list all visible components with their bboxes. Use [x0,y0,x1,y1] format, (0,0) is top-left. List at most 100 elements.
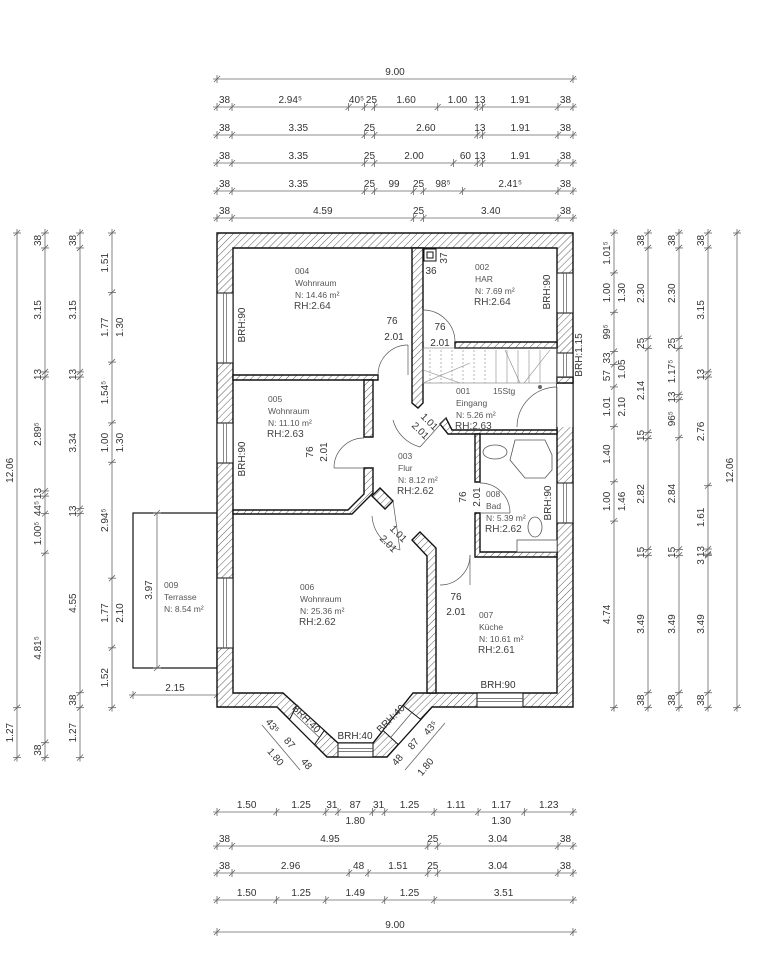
dimension-label: 38 [560,179,572,190]
dimension-label: 4.59 [313,206,333,217]
dimension-label: 25 [427,834,439,845]
room-area: N: 10.61 m² [479,634,524,644]
dimension-label: 1.25 [400,888,420,899]
dimension-label: 3.40 [481,206,501,217]
dimension-label: 2.41⁵ [498,179,522,190]
sink [482,444,508,460]
dimension-label: 2.89⁵ [33,422,44,446]
chimney-dimension: 36 [425,266,437,277]
dimension-label: 60 [460,151,472,162]
dimension-chain-left: 1.511.771.54⁵1.002.94⁵1.771.521.301.302.… [100,229,126,712]
room-name: Bad [486,501,501,511]
room-height: RH:2.62 [397,486,434,497]
interior-wall [232,467,374,515]
dimension-label: 33 [602,352,613,364]
dimension-label: 2.00 [404,151,424,162]
dimension-label: 13 [474,123,486,134]
room-number: 006 [300,582,314,592]
dimension-label: 1.49 [346,888,366,899]
sill-height-label: BRH:90 [480,680,515,691]
door-dimension: 76 [458,491,469,503]
dimension-label: 1.50 [237,800,257,811]
dimension-label: 3.04 [488,861,508,872]
dimension-label: 1.25 [400,800,420,811]
dimension-sub-label: 1.05 [617,359,628,379]
dimension-label: 3.15 [68,300,79,320]
room-area: N: 5.26 m² [456,410,496,420]
dimension-label: 25 [667,337,678,349]
dimension-chain-right: 12.06 [725,229,741,712]
dimension-label: 3.35 [289,179,309,190]
bay-dimension: 48 [298,757,314,773]
dimension-label: 3.49 [696,614,707,634]
dimension-label: 3.35 [289,123,309,134]
dimension-label: 38 [33,234,44,246]
dimension-sub-label: 1.30 [617,282,628,302]
room-height: RH:2.62 [299,617,336,628]
staircase [422,347,558,389]
room-area: N: 11.10 m² [268,418,312,428]
dimension-label: 38 [219,834,231,845]
dimension-label: 1.01 [602,397,613,417]
door [371,500,401,551]
bay-window [288,704,325,746]
dimension-label: 1.00 [602,282,613,302]
door-dimension: 76 [386,316,398,327]
dimension-label: 1.52 [100,668,111,688]
dimension-label: 1.00 [100,432,111,452]
interior-wall [411,531,437,694]
dimension-label: 38 [219,861,231,872]
dimension-label: 25 [364,179,376,190]
interior-wall [454,341,558,349]
room-height: RH:2.64 [294,301,331,312]
dimension-label: 3.49 [636,614,647,634]
dimension-label: 31 [326,800,338,811]
dimension-label: 13 [474,151,486,162]
dimension-label: 1.17⁵ [667,360,678,384]
dimension-label: 1.77 [100,603,111,623]
bathtub [509,439,553,479]
interior-wall [556,376,574,384]
dimension-label: 96⁵ [667,411,678,426]
dimension-label: 3.35 [289,151,309,162]
dimension-label: 13 [696,368,707,380]
dimension-label: 3.51 [494,888,514,899]
dimension-label: 1.77 [100,317,111,337]
dimension-label: 4.81⁵ [33,636,44,660]
dimension-label: 38 [560,95,572,106]
dimension-label: 1.51 [100,253,111,273]
dimension-label: 25 [413,206,425,217]
dimension-label: 2.14 [636,380,647,400]
dimension-label: 38 [696,234,707,246]
dimension-sub-label: 2.10 [115,603,126,623]
dimension-label: 15 [636,429,647,441]
dimension-label: 3.15 [696,300,707,320]
dimension-label: 38 [219,179,231,190]
sill-height-label: BRH:90 [542,274,553,309]
dimension-label: 38 [33,744,44,756]
room-number: 007 [479,610,493,620]
bay-window [382,704,422,746]
dimension-label: 38 [560,151,572,162]
dimension-label: 1.40 [602,444,613,464]
room-height: RH:2.63 [455,421,492,432]
dimension-label: 99 [388,179,400,190]
interior-wall [232,374,379,381]
bay-dimension: 48 [390,752,406,768]
room-area: N: 5.39 m² [486,513,526,523]
door-dimension: 2.01 [319,442,330,462]
room-number: 008 [486,489,500,499]
window [337,742,374,758]
room-number: 001 [456,386,470,396]
room-number: 002 [475,262,489,272]
chimney-dimension: 37 [439,252,450,264]
